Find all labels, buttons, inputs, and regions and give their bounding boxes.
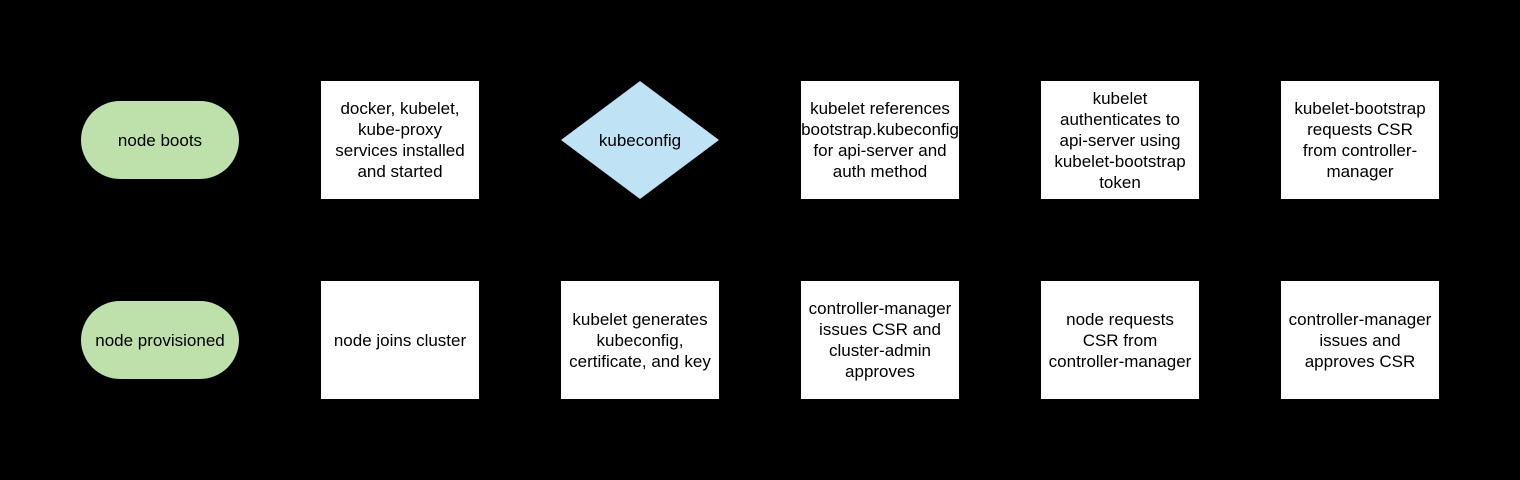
terminator-node-boots: node boots bbox=[81, 101, 239, 179]
process-controller-manager-issues-approves-csr: controller-manager issues and approves C… bbox=[1281, 281, 1439, 399]
process-kubelet-references-bootstrap-kubeconfig: kubelet references bootstrap.kubeconfig … bbox=[801, 81, 959, 199]
process-kubelet-authenticates-api-server: kubelet authenticates to api-server usin… bbox=[1041, 81, 1199, 199]
process-node-requests-csr: node requests CSR from controller-manage… bbox=[1041, 281, 1199, 399]
process-controller-manager-issues-csr-cluster-admin-approves: controller-manager issues CSR and cluste… bbox=[801, 281, 959, 399]
process-node-joins-cluster: node joins cluster bbox=[321, 281, 479, 399]
process-kubelet-bootstrap-requests-csr: kubelet-bootstrap requests CSR from cont… bbox=[1281, 81, 1439, 199]
terminator-node-provisioned: node provisioned bbox=[81, 301, 239, 379]
decision-kubeconfig: kubeconfig bbox=[561, 81, 719, 199]
process-kubelet-generates-kubeconfig: kubelet generates kubeconfig, certificat… bbox=[561, 281, 719, 399]
process-services-installed-started: docker, kubelet, kube-proxy services ins… bbox=[321, 81, 479, 199]
